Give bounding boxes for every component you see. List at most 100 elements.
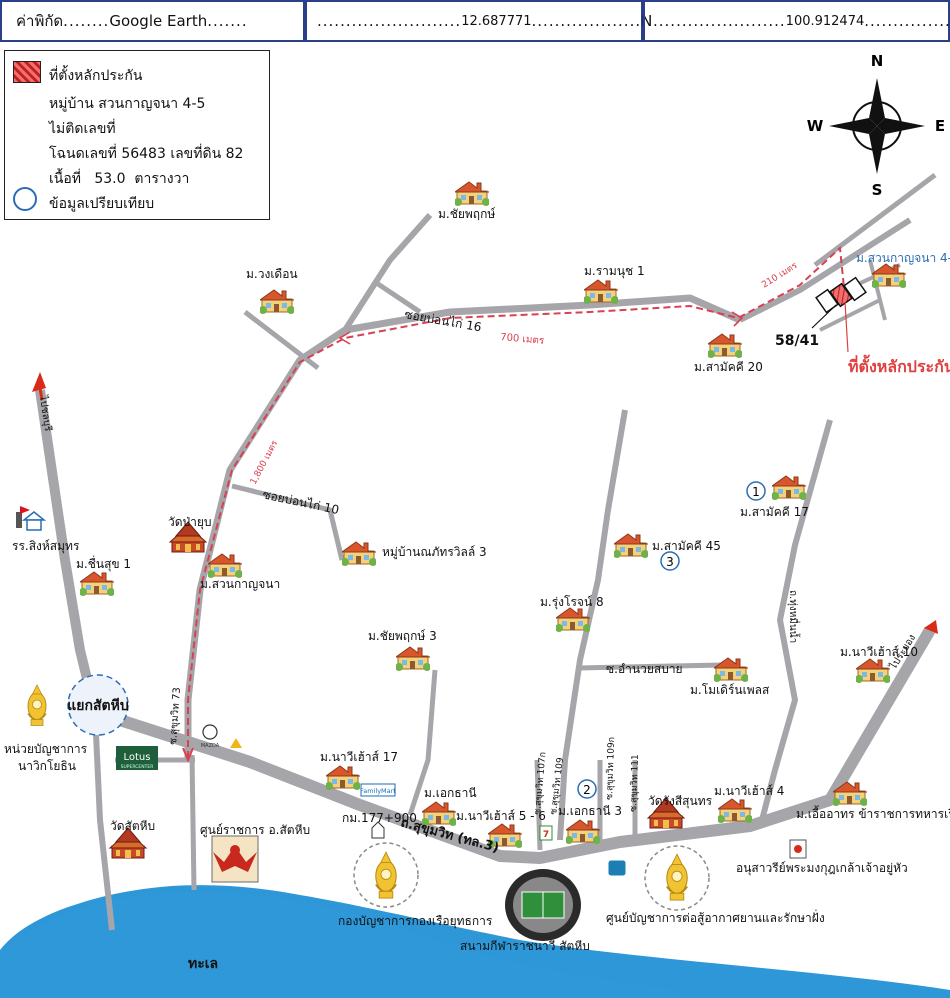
shell-station-icon — [230, 738, 242, 748]
label-samakkhi45: ม.สามัคคี 45 — [652, 539, 721, 553]
house-icon — [455, 181, 489, 206]
collateral-plot — [811, 276, 867, 353]
road-bonai10 — [231, 483, 345, 561]
legend-compare-label: ข้อมูลเปรียบเทียบ — [49, 196, 155, 212]
stadium-icon — [505, 869, 581, 941]
legend-collateral-label: ที่ตั้งหลักประกัน — [49, 68, 143, 84]
house-icon — [80, 571, 114, 596]
label-chaiyaphruek3: ม.ชัยพฤกษ์ 3 — [368, 629, 437, 643]
junction-label: แยกสัตหีบ — [67, 698, 129, 714]
air-defense-emblem — [644, 845, 710, 911]
road-soi73-north — [342, 213, 433, 332]
compass-e: E — [935, 117, 945, 135]
road-wongduean — [243, 310, 320, 370]
label-soi111: ซ.สุขุมวิท 111 — [628, 754, 641, 812]
label-chaiyaphruek: ม.ชัยพฤกษ์ — [438, 207, 496, 221]
label-samakkhi17: ม.สามัคคี 17 — [740, 505, 809, 519]
arrow-to-chonburi — [32, 372, 46, 401]
legend-deed: โฉนดเลขที่ 56483 เลขที่ดิน 82 — [49, 146, 244, 162]
label-soi73: ซ.สุขุมวิท 73 — [168, 687, 183, 745]
lotus-label: Lotus — [124, 752, 151, 763]
house-icon — [614, 533, 648, 558]
lotus-store-icon: Lotus SUPERCENTER — [116, 746, 158, 770]
label-suankanchana: ม.สวนกาญจนา — [200, 577, 280, 591]
compare-number-2: 2 — [583, 783, 591, 797]
compare-swatch — [13, 187, 37, 211]
coord-header-lat: ......................... 12.687771 ....… — [305, 0, 652, 42]
label-eua-arthorn: ม.เอื้ออาทร ข้าราชการทหารเรือ — [796, 805, 950, 821]
fleet-emblem-icon — [374, 851, 398, 900]
label-navy-unit2: นาวิกโยธิน — [18, 759, 76, 773]
road-soi109 — [557, 409, 628, 841]
label-soi107: ซ.สุขุมวิท 107ก — [532, 752, 548, 816]
label-rr-sattahip: รร.สิงห์สมุทร — [12, 539, 80, 554]
compass-w: W — [807, 117, 824, 135]
house-icon — [714, 657, 748, 682]
legend-box: ที่ตั้งหลักประกัน หมู่บ้าน สวนกาญจนา 4-5… — [4, 50, 270, 220]
label-wongduean: ม.วงเดือน — [246, 267, 298, 281]
compare-number-1: 1 — [752, 485, 760, 499]
school-icon — [16, 506, 47, 531]
label-soi109k: ซ.สุขุมวิท 109ก — [604, 737, 617, 800]
house-icon — [342, 541, 376, 566]
arrow-to-rayong — [924, 620, 938, 634]
compass-rose: N S W E — [807, 52, 945, 199]
label-fleet-command: กองบัญชาการกองเรือยุทธการ — [338, 914, 493, 929]
label-wat-rang: วัดรังสีสุนทร — [648, 794, 713, 809]
label-rungrot8: ม.รุ่งโรจน์ 8 — [540, 595, 604, 610]
house-icon — [556, 607, 590, 632]
ptt-icon — [607, 859, 627, 877]
latitude-value: 12.687771 — [461, 13, 532, 29]
legend-village: หมู่บ้าน สวนกาญจนา 4-5 — [49, 96, 206, 112]
label-dist-1800: 1,800 เมตร — [249, 439, 281, 486]
compass-s: S — [872, 181, 883, 199]
label-air-defense: ศูนย์บัญชาการต่อสู้อากาศยานและรักษาฝั่ง — [606, 909, 825, 926]
coord-label: ค่าพิกัด — [16, 12, 64, 30]
road-sukhumvit — [93, 626, 936, 864]
label-navy-unit: หน่วยบัญชาการ — [4, 742, 88, 756]
coord-header-source: ค่าพิกัด ........ Google Earth ....... — [0, 0, 305, 42]
label-ekthani3: ม.เอกธานี 3 — [558, 804, 622, 818]
compare-circle-2 — [577, 779, 597, 799]
map-labels: ม.ชัยพฤกษ์ ม.วงเดือน ม.รามนุช 1 ม.สวนกาญ… — [4, 207, 950, 972]
route-to-collateral — [187, 245, 846, 758]
label-dist-700: 700 เมตร — [500, 332, 546, 347]
label-to-chonburi: ไปชลบุรี — [37, 394, 54, 433]
house-icon — [260, 289, 294, 314]
house-icon — [584, 279, 618, 304]
road-chaiyaphruek3 — [407, 669, 438, 816]
sea-area-upper — [0, 891, 680, 998]
label-wat-pa-yup: วัดป่ายุบ — [168, 515, 212, 530]
label-district-center: ศูนย์ราชการ อ.สัตหีบ — [200, 823, 310, 838]
compare-circle-3 — [660, 551, 680, 571]
legend-house-no: ไม่ติดเลขที่ — [49, 121, 116, 137]
house-icon — [208, 553, 242, 578]
house-icon — [326, 765, 360, 790]
label-sea: ทะเล — [188, 956, 218, 972]
label-wat-sattahip: วัดสัตหีบ — [110, 819, 155, 833]
label-samakkhi20: ม.สามัคคี 20 — [694, 360, 763, 374]
house-icon — [872, 263, 906, 288]
seven-eleven-icon: 7 — [539, 825, 553, 841]
house-icon — [856, 658, 890, 683]
road-left-south — [92, 711, 115, 931]
label-ramanuch1: ม.รามนุช 1 — [584, 264, 645, 279]
mazda-label: MAZDA — [201, 743, 220, 749]
label-navawi17: ม.นาวีเฮ้าส์ 17 — [320, 750, 398, 764]
route-arrow-head-south — [182, 747, 194, 763]
route-arrow-head-west — [338, 331, 351, 345]
road-district — [189, 754, 197, 891]
label-suankanchana45: ม.สวนกาญจนา 4-5 — [856, 251, 950, 265]
house-icon — [566, 819, 600, 844]
label-soi-bonai10: ซอยบ่อนไก่ 10 — [261, 487, 340, 517]
collateral-site-label: ที่ตั้งหลักประกัน — [848, 354, 950, 376]
label-dist-210: 210 เมตร — [760, 261, 799, 291]
road-bonai16 — [344, 294, 742, 334]
house-icon — [396, 646, 430, 671]
svg-text:7: 7 — [543, 830, 549, 840]
label-rd-thunghumnam: ถ.ทุ่งหมื่นน้ำ — [787, 590, 801, 643]
road-ramanuch-link — [373, 279, 422, 315]
latitude-suffix: N — [641, 12, 653, 30]
family-mart-label: FamilyMart — [360, 787, 396, 795]
road-bonai16-east — [738, 217, 912, 323]
